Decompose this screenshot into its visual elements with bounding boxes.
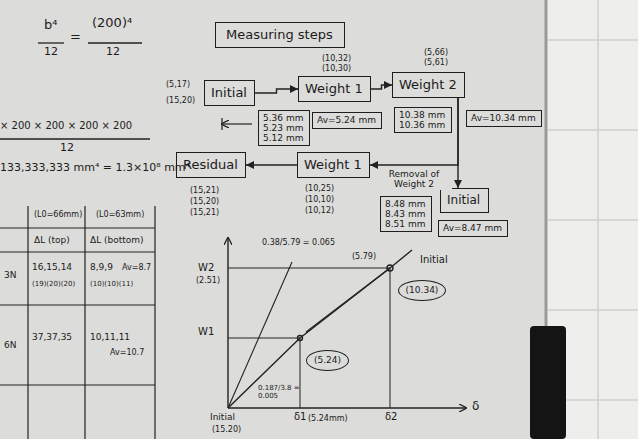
board-note: (10,10) <box>305 195 334 204</box>
node-text: Residual <box>183 157 239 173</box>
flow-arrow <box>457 98 458 188</box>
node-text: Av=10.34 mm <box>471 113 537 124</box>
node-text: 5.23 mm <box>263 123 305 133</box>
circled-value: (5.24) <box>306 350 349 371</box>
board-note: (15,21) <box>190 208 219 217</box>
board-note: (L0=66mm) <box>34 210 82 219</box>
node-text: 8.51 mm <box>385 219 427 229</box>
board-note: 0.38/5.79 = 0.065 <box>262 238 335 247</box>
board-note: Av=8.7 <box>122 263 151 272</box>
flow-arrow <box>246 164 297 165</box>
circled-value: (10.34) <box>398 280 446 301</box>
average-box: Av=5.24 mm <box>312 112 382 129</box>
board-note: (10,32) <box>322 54 351 63</box>
board-note: (15.20) <box>212 425 241 434</box>
step-box: Weight 1 <box>297 152 370 178</box>
board-note: (5.79) <box>352 252 376 261</box>
board-note: 6N <box>4 340 16 350</box>
board-note: (200)⁴ <box>92 16 132 31</box>
board-surface <box>0 0 546 439</box>
reading-box: 8.48 mm8.43 mm8.51 mm <box>380 196 432 232</box>
board-note: ΔL (top) <box>34 235 70 245</box>
board-note: 10,11,11 <box>90 332 130 342</box>
node-text: 8.43 mm <box>385 209 427 219</box>
node-text: 10.38 mm <box>399 110 447 120</box>
eraser-holder <box>530 326 566 439</box>
node-text: Av=5.24 mm <box>317 115 377 126</box>
step-box: Initial <box>440 188 489 213</box>
board-note: (10,25) <box>305 184 334 193</box>
board-note: 8,9,9 <box>90 262 113 272</box>
average-box: Av=10.34 mm <box>466 110 542 127</box>
board-note: 12 <box>44 46 58 59</box>
board-note: (19)(20)(20) <box>32 280 75 288</box>
board-note: × 200 × 200 × 200 × 200 <box>0 120 132 132</box>
board-note: δ2 <box>385 411 397 423</box>
board-note: 133,333,333 mm⁴ = 1.3×10⁸ mm⁴ <box>0 162 190 175</box>
node-text: 8.48 mm <box>385 199 427 209</box>
board-note: b⁴ <box>44 18 57 33</box>
step-box: Weight 1 <box>298 76 371 102</box>
board-note: 16,15,14 <box>32 262 72 272</box>
node-text: Weight 1 <box>304 157 363 173</box>
board-note: (15,20) <box>190 197 219 206</box>
board-note: W1 <box>198 326 214 338</box>
board-note: (2.51) <box>196 276 220 285</box>
board-note: δ1 <box>294 411 306 423</box>
node-text: Measuring steps <box>226 27 334 43</box>
board-note: (5,61) <box>424 58 448 67</box>
load-deflection-graph <box>228 238 466 408</box>
reading-box: 5.36 mm5.23 mm5.12 mm <box>258 110 310 146</box>
edge-label: Removal of Weight 2 <box>376 169 452 190</box>
board-note: W2 <box>198 262 214 274</box>
flow-arrow <box>371 85 392 89</box>
step-box: Initial <box>204 80 255 106</box>
board-note: ΔL (bottom) <box>90 235 144 245</box>
board-note: 12 <box>60 142 74 155</box>
board-note: Initial <box>420 254 448 266</box>
node-text: 5.12 mm <box>263 133 305 143</box>
board-note: (15,21) <box>190 186 219 195</box>
flow-arrow <box>370 98 458 165</box>
board-note: (15,20) <box>166 96 195 105</box>
return-arrow <box>222 118 252 130</box>
node-text: 5.36 mm <box>263 113 305 123</box>
node-text: Weight 1 <box>305 81 364 97</box>
board-note: Av=10.7 <box>110 348 144 357</box>
equation-fraction-lines <box>0 43 150 139</box>
step-box: Weight 2 <box>392 72 465 98</box>
node-text: (10.34) <box>405 285 439 296</box>
board-note: δ <box>472 400 479 414</box>
board-note: (10,30) <box>322 64 351 73</box>
node-text: Av=8.47 mm <box>443 223 503 234</box>
node-text: Initial <box>211 85 248 101</box>
board-note: (L0=63mm) <box>96 210 144 219</box>
node-text: Weight 2 <box>399 77 458 93</box>
board-note: (10,12) <box>305 206 334 215</box>
title-box: Measuring steps <box>215 22 345 48</box>
reading-box: 10.38 mm10.36 mm <box>394 107 452 133</box>
board-note: 3N <box>4 270 16 280</box>
board-note: (5,66) <box>424 48 448 57</box>
node-text: 10.36 mm <box>399 120 447 130</box>
board-note: (10)(10)(11) <box>90 280 133 288</box>
node-text: Initial <box>447 193 482 207</box>
average-box: Av=8.47 mm <box>438 220 508 237</box>
table-grid <box>0 206 155 439</box>
board-note: 12 <box>106 46 120 59</box>
flow-arrow <box>255 89 298 93</box>
board-note: Initial <box>210 412 235 422</box>
board-note: 0.187/3.8 = 0.005 <box>258 384 302 400</box>
board-note: (5,17) <box>166 80 190 89</box>
board-note: = <box>70 30 81 45</box>
node-text: (5.24) <box>313 355 342 366</box>
board-note: 37,37,35 <box>32 332 72 342</box>
board-note: (5.24mm) <box>308 414 348 423</box>
